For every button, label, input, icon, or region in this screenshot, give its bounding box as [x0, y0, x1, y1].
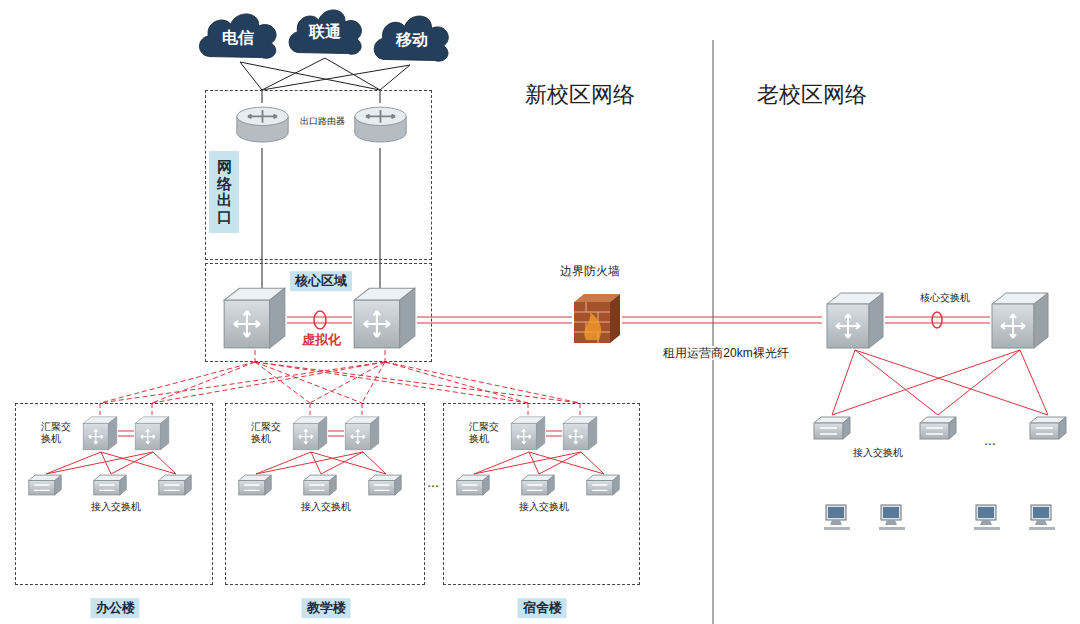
node-text: 核心交换机 [920, 292, 970, 304]
pc-icon [974, 505, 1000, 530]
node-text: 汇聚交换机 [41, 421, 71, 444]
core-switch-icon [992, 293, 1048, 348]
core-switch-icon [224, 288, 285, 348]
cloud-outline [374, 16, 448, 61]
access-switch-icon [920, 417, 956, 439]
router-icon [355, 107, 406, 142]
node-text: 接入交换机 [519, 501, 569, 513]
region-box: 核心区域虚拟化 [205, 263, 432, 362]
cloud: 电信 [193, 8, 283, 62]
pc-icon [824, 505, 850, 530]
switch-group: 核心交换机 [822, 288, 1052, 350]
pc-icon [879, 505, 905, 530]
node-text: 办公楼 [91, 598, 140, 618]
link-line [100, 362, 385, 403]
node-text: 汇聚交换机 [469, 421, 499, 444]
node-text: 联通 [309, 22, 341, 41]
node-text: 边界防火墙 [560, 264, 620, 278]
link-line [240, 62, 380, 90]
building-equipment [29, 403, 191, 495]
node-text: 接入交换机 [91, 501, 141, 513]
pc-icon [1029, 505, 1055, 530]
node-text: 教学楼 [302, 598, 351, 618]
link-label: 租用运营商20km裸光纤 [660, 346, 791, 360]
building-box: 办公楼汇聚交换机接入交换机 [15, 403, 213, 585]
node-text: 网络出口 [217, 159, 232, 225]
campus-divider [713, 40, 714, 624]
link-line [832, 350, 1048, 415]
cloud: 联通 [283, 4, 368, 58]
node-text: 核心区域 [290, 271, 352, 291]
switch-group: 接入交换机 [24, 474, 201, 519]
link-line [256, 452, 386, 474]
building-equipment [457, 403, 619, 495]
building-box: 宿舍楼汇聚交换机接入交换机 [443, 403, 640, 585]
node-text: 接入交换机 [301, 501, 351, 513]
region-box: 出口路由器网络出口 [205, 90, 432, 260]
access-switch-icon [1030, 417, 1066, 439]
cloud-outline [199, 14, 276, 58]
switch-group: 汇聚交换机 [462, 414, 604, 452]
node-text: 移动 [396, 30, 428, 49]
ellipsis: ... [984, 432, 996, 449]
link-line [255, 362, 385, 403]
cloud-outline [289, 10, 361, 54]
cloud: 移动 [368, 10, 455, 65]
switch-group: 接入交换机 [234, 474, 411, 519]
core-switch-icon [827, 293, 883, 348]
link-line [46, 452, 176, 474]
ellipsis: ... [427, 474, 439, 491]
switch-group: 接入交换机 [452, 474, 629, 519]
link-line [630, 317, 822, 323]
node-text: 出口路由器 [300, 116, 345, 127]
node-text: 汇聚交换机 [251, 421, 281, 444]
building-box: 教学楼汇聚交换机接入交换机 [225, 403, 425, 585]
node-text: 电信 [222, 28, 254, 47]
node-text: 虚拟化 [302, 332, 341, 348]
link-line [262, 58, 380, 90]
section-title: 新校区网络 [525, 82, 635, 108]
section-title: 老校区网络 [757, 82, 867, 108]
link-line [432, 317, 550, 323]
switch-group: 接入交换机 [805, 415, 1075, 465]
node-text: 宿舍楼 [518, 598, 567, 618]
router-icon [237, 107, 288, 142]
core-switch-icon [354, 288, 415, 348]
firewall-node: 边界防火墙 [550, 262, 630, 345]
building-equipment [239, 403, 401, 495]
switch-group: 汇聚交换机 [34, 414, 176, 452]
link-line [255, 362, 580, 403]
region-tag: 网络出口 [209, 151, 239, 233]
node-text: 接入交换机 [853, 447, 903, 459]
access-switch-icon [814, 417, 850, 439]
switch-group: 汇聚交换机 [244, 414, 386, 452]
link-line [474, 452, 604, 474]
firewall-icon [574, 294, 620, 343]
link-line [262, 65, 410, 90]
